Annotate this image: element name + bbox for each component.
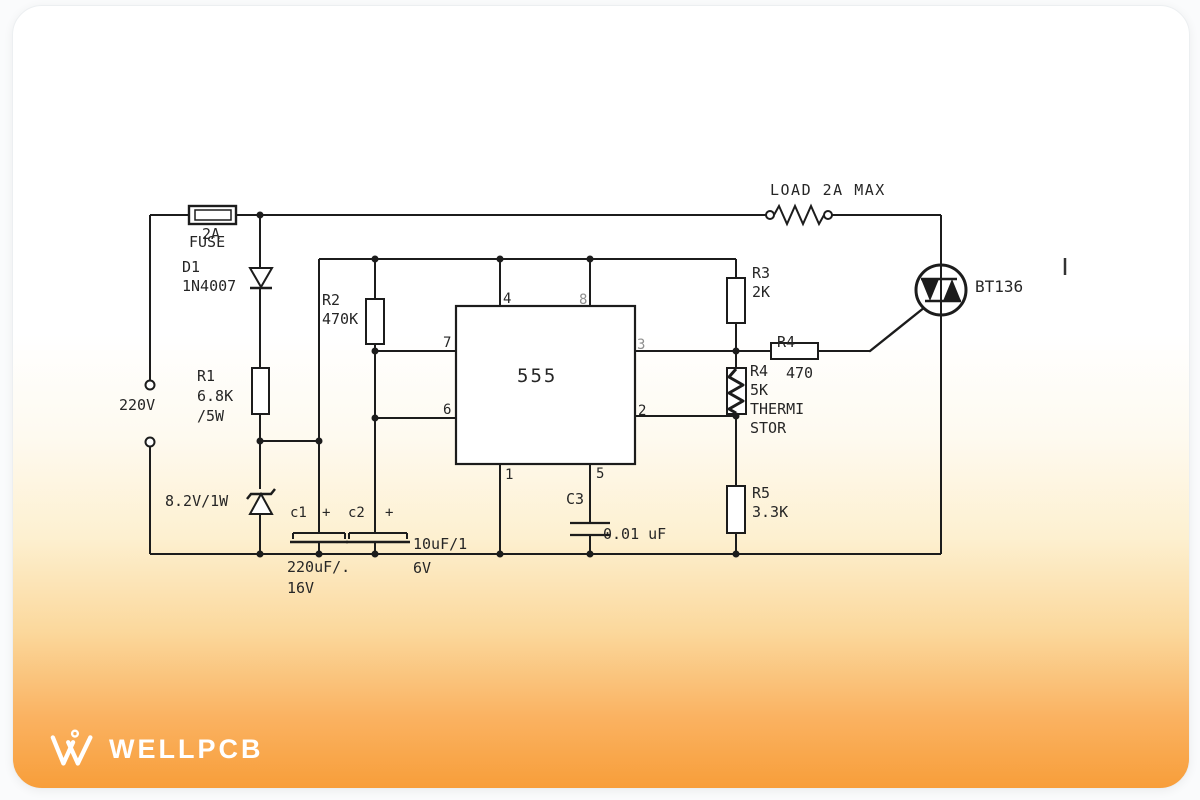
- resistor-r5: [726, 485, 746, 534]
- triac-bt136-icon: [914, 263, 968, 317]
- pin-7: 7: [443, 335, 452, 351]
- cap-c3-value: 0.01 uF: [603, 525, 667, 543]
- junction-dots: [256, 211, 740, 558]
- resistor-r3-label: R3 2K: [752, 264, 771, 301]
- resistor-r5-label: R5 3.3K: [752, 484, 789, 521]
- wellpcb-logo: WELLPCB: [49, 727, 263, 771]
- mains-label: 220V: [119, 396, 156, 414]
- ic-555-body: [454, 304, 637, 466]
- resistor-r2-label: R2 470K: [322, 291, 359, 328]
- load-label: LOAD 2A MAX: [770, 181, 886, 199]
- thermistor-icon: [726, 367, 747, 415]
- triac-label: BT136: [975, 277, 1024, 296]
- pin-1: 1: [505, 467, 514, 483]
- pin-3: 3: [637, 337, 646, 353]
- resistor-r2: [365, 298, 385, 345]
- cap-c1-polarity: +: [322, 505, 331, 521]
- circuit-canvas: [144, 203, 1067, 558]
- resistor-r1-label: R1 6.8K /5W: [197, 367, 234, 425]
- fuse-rating: 2A: [202, 225, 221, 243]
- fuse: [187, 204, 238, 226]
- thermistor-label: R4 5K THERMI STOR: [750, 362, 805, 437]
- capacitor-c3: [570, 521, 610, 537]
- resistor-r4: [770, 342, 819, 360]
- cap-c3-ref: C3: [566, 490, 585, 508]
- pin-2: 2: [638, 403, 647, 419]
- mains-terminals: [144, 379, 156, 448]
- resistor-r4-value: 470: [786, 364, 814, 382]
- capacitor-c2: [346, 532, 410, 544]
- cap-c1-ref: c1: [290, 505, 307, 521]
- wellpcb-w-icon: [50, 729, 93, 766]
- resistor-r1: [251, 367, 270, 415]
- capacitor-c1: [290, 532, 348, 544]
- resistor-r4-label: R4: [777, 333, 796, 351]
- cap-c2-value: 10uF/1 6V: [413, 535, 468, 577]
- ic-555-label: 555: [517, 365, 558, 387]
- cap-c2-polarity: +: [385, 505, 394, 521]
- cap-c2-ref: c2: [348, 505, 365, 521]
- pin-6: 6: [443, 402, 452, 418]
- logo-text: WELLPCB: [109, 733, 264, 764]
- pin-8: 8: [579, 292, 588, 308]
- pin-5: 5: [596, 466, 605, 482]
- cap-c1-value: 220uF/. 16V: [287, 558, 351, 597]
- triac-gate-wire: [868, 305, 927, 353]
- pin-4: 4: [503, 291, 512, 307]
- diode-d1-icon: [248, 267, 274, 290]
- diode-d1-label: D1 1N4007: [182, 258, 237, 295]
- resistor-r3: [726, 277, 746, 324]
- fuse-label: FUSE: [189, 233, 226, 251]
- load-resistor: [765, 203, 833, 227]
- zener-diode-icon: [246, 488, 276, 515]
- zener-label: 8.2V/1W: [165, 492, 229, 510]
